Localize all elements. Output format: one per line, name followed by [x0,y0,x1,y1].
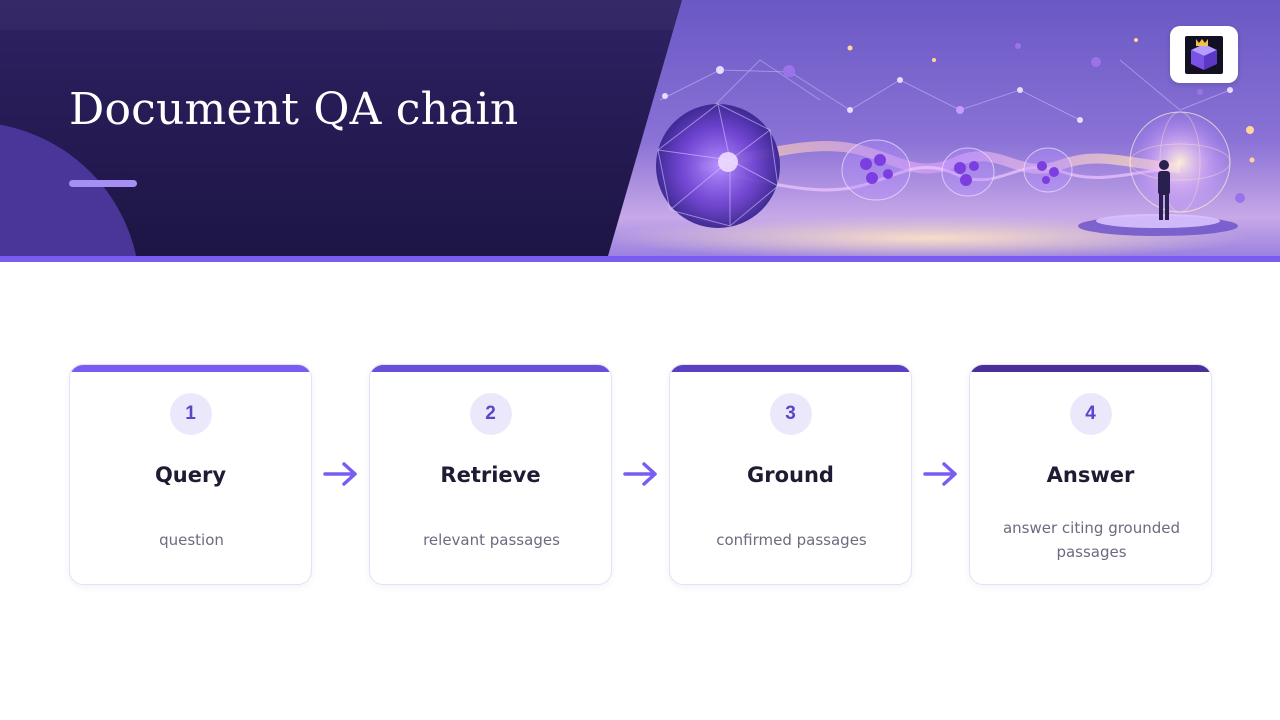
step-card-ground: 3 Ground confirmed passages [669,364,912,585]
step-number-badge: 3 [769,393,812,435]
step-title: Query [154,463,227,487]
step-card-accent-bar [670,365,911,372]
title-underline [69,180,137,187]
page-title: Document QA chain [69,84,519,135]
arrow-right-icon [323,462,357,486]
crowned-cube-logo-icon [1185,35,1223,74]
step-card-retrieve: 2 Retrieve relevant passages [369,364,612,585]
step-number-badge: 1 [169,393,212,435]
step-number-badge: 2 [469,393,512,435]
step-description: relevant passages [423,531,560,549]
step-card-accent-bar [70,365,311,372]
step-title: Retrieve [440,463,541,487]
step-card-query: 1 Query question [69,364,312,585]
header-illustration [0,0,1280,256]
step-number-badge: 4 [1069,393,1112,435]
logo-badge [1170,26,1238,83]
step-title: Ground [747,463,834,487]
header-accent-band [0,256,1280,262]
step-description: confirmed passages [716,531,867,549]
step-description: question [159,531,224,549]
arrow-right-icon [623,462,657,486]
header-banner: Document QA chain [0,0,1280,262]
step-description: answer citing grounded passages [1002,519,1181,561]
arrow-right-icon [923,462,957,486]
step-card-accent-bar [370,365,611,372]
step-card-accent-bar [970,365,1211,372]
step-title: Answer [1046,463,1135,487]
step-card-answer: 4 Answer answer citing grounded passages [969,364,1212,585]
